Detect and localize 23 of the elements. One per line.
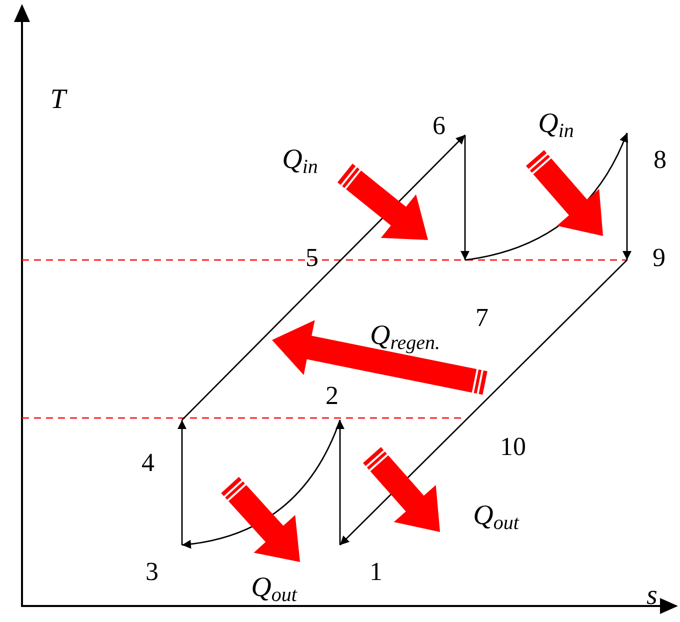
state-number: 3 — [144, 558, 160, 586]
heat-label: Q$_{regen.}$ — [370, 321, 440, 351]
axis-label: T — [50, 85, 66, 115]
state-number: 6 — [432, 112, 446, 140]
arrow — [336, 420, 344, 545]
heat-label: Q$_{out}$ — [251, 573, 297, 603]
state-number: 7 — [474, 304, 490, 332]
heat-label: Q$_{in}$ — [282, 145, 318, 175]
state-number: 9 — [652, 244, 666, 272]
heat-label: Q$_{out}$ — [473, 501, 519, 531]
state-number: 2 — [324, 382, 340, 410]
state-number: 4 — [140, 449, 156, 477]
state-number: 1 — [368, 558, 384, 586]
curved-arrow — [182, 420, 341, 548]
axis-label: s — [646, 581, 658, 611]
arrow — [182, 134, 466, 420]
arrow — [460, 135, 470, 260]
arrow — [340, 260, 628, 546]
state-number: 10 — [499, 433, 527, 461]
heat-label: Q$_{in}$ — [538, 109, 574, 139]
state-number: 8 — [652, 146, 668, 174]
arrow — [178, 420, 186, 545]
arrow — [622, 133, 632, 260]
